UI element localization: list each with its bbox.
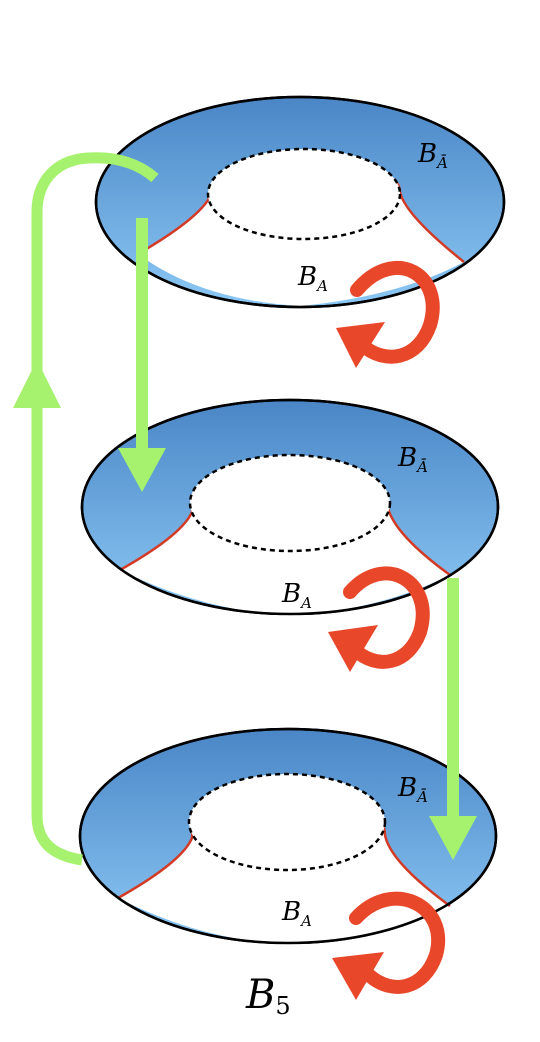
sheet-1-rotation-arrow-icon xyxy=(336,260,440,368)
sheet-1-label-abar: BĀ xyxy=(417,139,448,172)
sheet-3-label-abar: BĀ xyxy=(397,773,428,806)
surface-label: B5 xyxy=(245,972,291,1020)
green-arrowhead-sheet2 xyxy=(118,448,166,492)
sheet-2-inner-cut xyxy=(188,453,392,553)
sheet-1-label-a: BA xyxy=(297,262,328,295)
sheet-3-rotation-arrow-icon xyxy=(332,891,445,1000)
sheet-3: BĀ BA xyxy=(78,727,498,1000)
sheet-3-inner-cut xyxy=(187,772,387,872)
gluing-arrows xyxy=(13,152,477,866)
green-arrow-sheet3-to-sheet1 xyxy=(31,152,159,866)
sheet-2: BĀ BA xyxy=(80,398,500,672)
sheet-2-label-abar: BĀ xyxy=(397,443,428,476)
sheet-1-inner-cut xyxy=(206,147,402,241)
green-arrowhead-sheet3 xyxy=(429,816,477,860)
sheet-2-rotation-arrow-icon xyxy=(328,566,430,672)
sheet-1: BĀ BA xyxy=(94,95,506,368)
sheet-2-label-a: BA xyxy=(281,579,312,612)
sheet-3-label-a: BA xyxy=(281,897,312,930)
green-arrowhead-upward xyxy=(13,360,61,408)
